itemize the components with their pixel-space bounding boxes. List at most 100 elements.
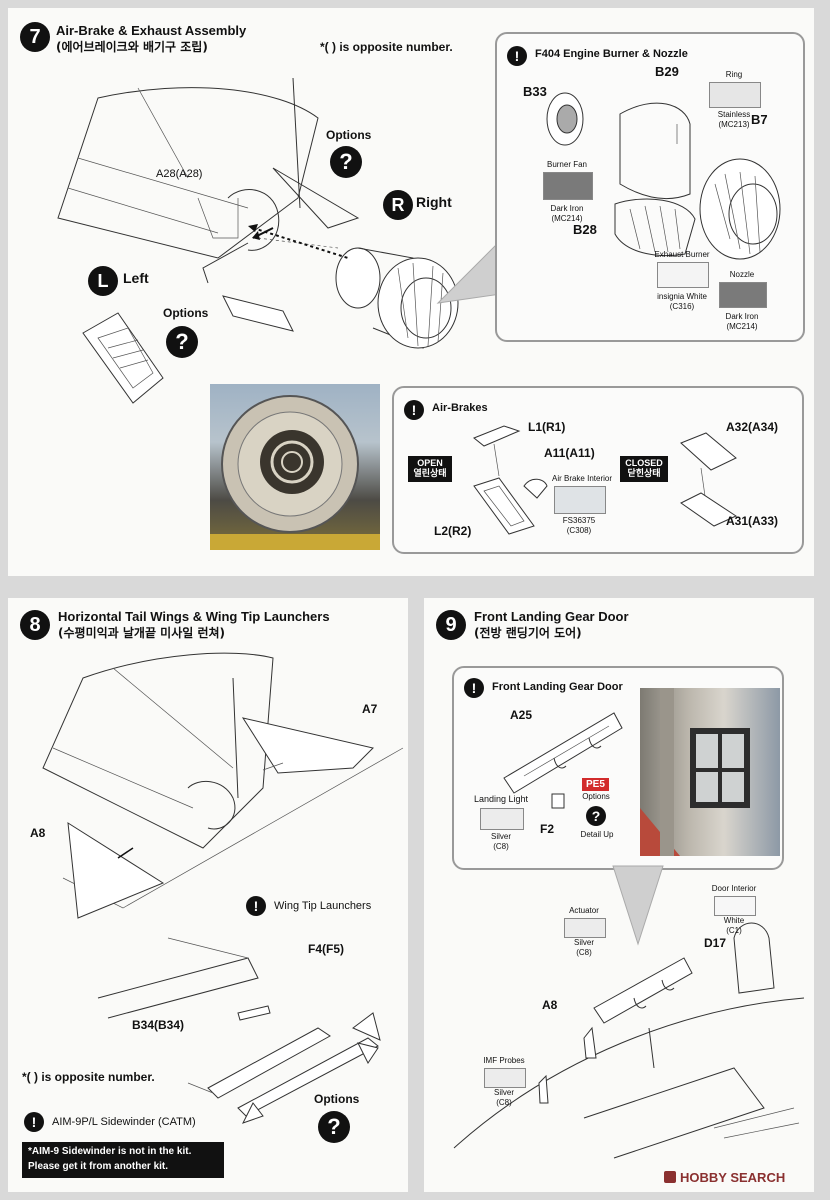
options-question-icon-2[interactable]: ?: [166, 326, 198, 358]
front-gear-box-title: Front Landing Gear Door: [492, 681, 623, 693]
step8-options-question-icon[interactable]: ?: [318, 1111, 350, 1143]
closed-kr: 닫힌상태: [627, 469, 661, 479]
ring-swatch: [709, 82, 761, 108]
step8-number: 8: [20, 610, 50, 640]
air-brake-interior-code: FS36375: [562, 516, 596, 525]
detail-up-label: Detail Up: [580, 830, 614, 839]
closed-airbrake-drawing: [680, 432, 738, 527]
nose-gear-bay-drawing: [453, 922, 805, 1159]
nozzle-label: Nozzle: [729, 270, 755, 279]
burner-fan-swatch: [543, 172, 593, 200]
door-interior-color: White: [723, 916, 745, 925]
part-a28-label: A28(A28): [156, 168, 203, 180]
step8-opposite-note: *( ) is opposite number.: [22, 1070, 155, 1084]
open-kr: 열린상태: [413, 469, 447, 479]
right-label: Right: [416, 194, 452, 210]
door-interior-label: Door Interior: [711, 884, 757, 893]
door-interior-code: (C1): [726, 926, 742, 935]
air-brake-interior-code2: (C308): [566, 526, 592, 535]
step7-panel: 7 Air-Brake & Exhaust Assembly (에어브레이크와 …: [8, 8, 814, 576]
step7-opposite-note: *( ) is opposite number.: [320, 40, 453, 54]
airframe-rear-drawing: [57, 77, 360, 284]
air-brakes-title: Air-Brakes: [432, 402, 488, 414]
step7-number: 7: [20, 22, 50, 52]
left-label: Left: [123, 270, 149, 286]
step8-options-label: Options: [314, 1092, 360, 1106]
hobby-search-watermark: HOBBY SEARCH: [664, 1170, 785, 1185]
burner-fan-color: Dark Iron: [550, 204, 584, 213]
watermark-logo-icon: [664, 1171, 676, 1183]
zoom-pointer: [612, 865, 664, 946]
gear-door-detail-drawing: [503, 712, 623, 809]
nozzle-code: (MC214): [726, 322, 758, 331]
right-badge-icon: R: [383, 190, 413, 220]
part-a7-label: A7: [362, 702, 378, 716]
engine-burner-nozzle-box: ! F404 Engine Burner & Nozzle B29 B33 B7…: [495, 32, 805, 342]
part-a32-label: A32(A34): [726, 420, 779, 434]
step9-number: 9: [436, 610, 466, 640]
aim-label: AIM-9P/L Sidewinder (CATM): [52, 1116, 196, 1128]
engine-parts-drawing: [546, 92, 781, 260]
tail-wing-drawing: [42, 652, 404, 919]
closed-badge: CLOSED 닫힌상태: [620, 456, 668, 482]
part-b33-label: B33: [523, 84, 547, 99]
actuator-code: (C8): [576, 948, 592, 957]
exhaust-burner-label: Exhaust Burner: [654, 250, 710, 259]
air-brake-interior-label: Air Brake Interior: [551, 474, 613, 483]
imf-probes-color: Silver: [493, 1088, 514, 1097]
actuator-label: Actuator: [569, 906, 599, 915]
step9-title: Front Landing Gear Door: [474, 609, 629, 624]
part-a8-label: A8: [30, 826, 46, 840]
step8-title: Horizontal Tail Wings & Wing Tip Launche…: [58, 609, 330, 624]
air-brakes-box: ! Air-Brakes L1(R1) A11(A11) L2(R2) OPEN…: [392, 386, 804, 554]
aim-warning-line-1: *AIM-9 Sidewinder is not in the kit.: [28, 1146, 192, 1157]
closed-en: CLOSED: [625, 458, 663, 468]
part-b7-label: B7: [751, 112, 768, 127]
imf-probes-label: IMF Probes: [483, 1056, 525, 1065]
aim-warning-box: *AIM-9 Sidewinder is not in the kit. Ple…: [22, 1142, 224, 1178]
part-l1-label: L1(R1): [528, 420, 566, 434]
airbrake-panel-drawing: [222, 295, 294, 332]
wing-tip-alert-icon: !: [246, 896, 266, 916]
part-f2-label: F2: [540, 822, 555, 836]
part-b29-label: B29: [655, 64, 679, 79]
landing-light-code: (C8): [493, 842, 509, 851]
landing-light-label: Landing Light: [474, 794, 529, 804]
open-en: OPEN: [417, 458, 443, 468]
part-a25-label: A25: [510, 708, 533, 722]
watermark-text: HOBBY SEARCH: [680, 1170, 786, 1185]
step9-options-label: Options: [582, 792, 610, 801]
actuator-swatch: [564, 918, 606, 938]
door-interior-swatch: [714, 896, 756, 916]
exhaust-burner-swatch: [657, 262, 709, 288]
landing-light-swatch: [480, 808, 524, 830]
nozzle-color: Dark Iron: [725, 312, 759, 321]
part-f4-label: F4(F5): [308, 942, 344, 956]
options-question-icon-1[interactable]: ?: [330, 146, 362, 178]
wing-tip-label: Wing Tip Launchers: [274, 900, 372, 912]
open-badge: OPEN 열린상태: [408, 456, 452, 482]
part-a31-label: A31(A33): [726, 514, 779, 528]
step9-panel: 9 Front Landing Gear Door (전방 랜딩기어 도어) !…: [424, 598, 814, 1192]
engine-box-title: F404 Engine Burner & Nozzle: [535, 48, 688, 60]
burner-fan-code: (MC214): [551, 214, 583, 223]
step7-title: Air-Brake & Exhaust Assembly: [56, 23, 247, 38]
left-airbrake-drawing: [82, 312, 164, 404]
step9-subtitle: (전방 랜딩기어 도어): [474, 626, 582, 640]
step8-subtitle: (수평미익과 날개끝 미사일 런쳐): [58, 626, 226, 640]
air-brake-interior-swatch: [554, 486, 606, 514]
part-d17-label: D17: [704, 936, 727, 950]
actuator-color: Silver: [573, 938, 594, 947]
part-a11-label: A11(A11): [544, 446, 595, 460]
front-gear-door-box: ! Front Landing Gear Door A25 Landing Li…: [452, 666, 784, 870]
ring-color: Stainless: [717, 110, 751, 119]
part-l2-label: L2(R2): [434, 524, 472, 538]
step9-options-question-icon[interactable]: ?: [586, 806, 606, 826]
imf-probes-code: (C8): [496, 1098, 512, 1107]
left-badge-icon: L: [88, 266, 118, 296]
options-label-2: Options: [163, 306, 209, 320]
imf-probes-swatch: [484, 1068, 526, 1088]
aim-alert-icon: !: [24, 1112, 44, 1132]
part-a8-step9-label: A8: [542, 998, 558, 1012]
exhaust-burner-code: (C316): [669, 302, 695, 311]
